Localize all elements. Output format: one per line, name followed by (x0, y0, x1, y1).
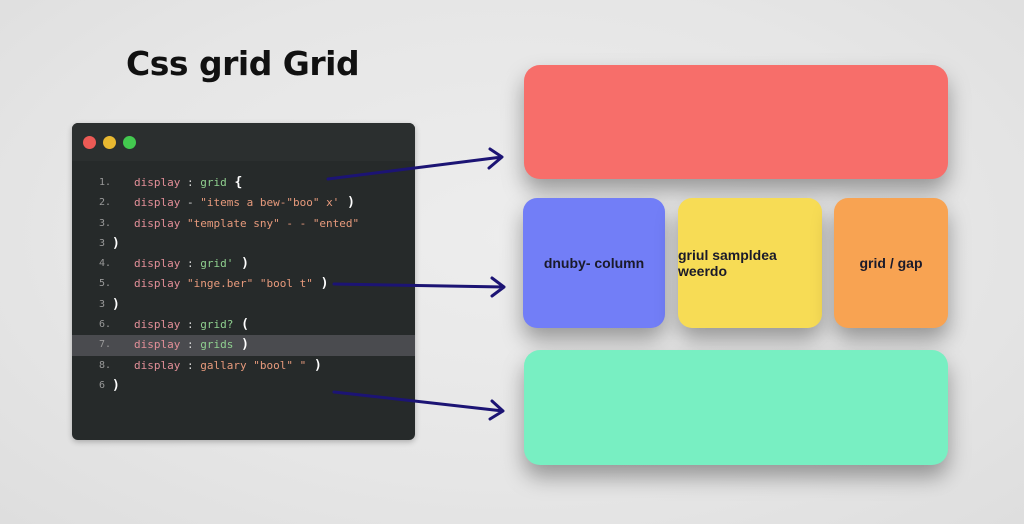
line-number: 8. (99, 359, 112, 371)
code-line: 5. display "inge.ber" "bool t" ) (72, 274, 415, 294)
css-value: "template sny" - - "ented" (186, 216, 360, 230)
code-line: 6) (72, 376, 415, 396)
css-value: grids (200, 338, 234, 352)
css-value: "items a bew-"boo" x' (200, 196, 340, 210)
line-number: 3. (99, 217, 112, 229)
grid-area-footer (524, 350, 948, 465)
code-line: 1. display : grid { (72, 173, 415, 193)
closing-brace: ) (112, 296, 120, 312)
grid-column-3-label: grid / gap (859, 255, 923, 271)
line-number: 3 (99, 298, 106, 310)
grid-column-2-label: griul sampldea weerdo (678, 247, 777, 279)
grid-column-1-label: dnuby- column (543, 255, 645, 271)
maximize-window-icon[interactable] (123, 136, 136, 149)
closing-brace: ) (112, 235, 120, 251)
grid-column-3: grid / gap (834, 198, 948, 328)
css-value: grid (200, 176, 227, 189)
code-editor-window: 1. display : grid { 2. display - "items a b… (72, 123, 415, 440)
code-line: 8. display : gallary "bool" " ) (72, 356, 415, 376)
diagram-title: Css grid Grid (126, 44, 360, 83)
css-property: display - "items a bew-"boo" x' ) (134, 195, 355, 211)
closing-brace: ) (112, 377, 120, 393)
code-line: 3. display "template sny" - - "ented" (72, 214, 415, 234)
line-number: 3 (99, 237, 106, 249)
editor-title-bar (72, 123, 415, 161)
css-property: display : grid? ( (134, 317, 250, 333)
code-line: 2. display - "items a bew-"boo" x' ) (72, 193, 415, 213)
grid-column-2: griul sampldea weerdo (678, 198, 822, 328)
css-property: display : grid { (134, 175, 243, 190)
css-property: display "inge.ber" "bool t" ) (134, 276, 329, 292)
line-number: 6 (99, 379, 106, 391)
close-window-icon[interactable] (83, 136, 96, 149)
grid-area-header (524, 65, 948, 179)
line-number: 1. (99, 177, 112, 188)
minimize-window-icon[interactable] (103, 136, 116, 149)
css-value: grid' (200, 257, 234, 271)
css-property: display : gallary "bool" " ) (134, 357, 322, 373)
grid-column-1: dnuby- column (523, 198, 665, 328)
code-line: 3) (72, 234, 415, 254)
line-number: 4. (99, 258, 112, 270)
css-property: display : grids ) (134, 337, 250, 353)
code-line: 7. display : grids ) (72, 335, 415, 356)
css-property: display : grid' ) (134, 256, 250, 272)
line-number: 5. (99, 278, 112, 290)
line-number: 7. (99, 339, 112, 351)
code-line: 6. display : grid? ( (72, 315, 415, 335)
css-value: grid? (200, 318, 234, 332)
line-number: 2. (99, 197, 112, 209)
code-line: 3) (72, 295, 415, 315)
code-line: 4. display : grid' ) (72, 254, 415, 274)
code-lines: 1. display : grid { 2. display - "items a b… (72, 173, 415, 396)
css-value: "inge.ber" "bool t" (186, 277, 313, 291)
line-number: 6. (99, 319, 112, 331)
css-value: gallary "bool" " (200, 358, 307, 372)
css-property: display "template sny" - - "ented" (134, 216, 360, 230)
